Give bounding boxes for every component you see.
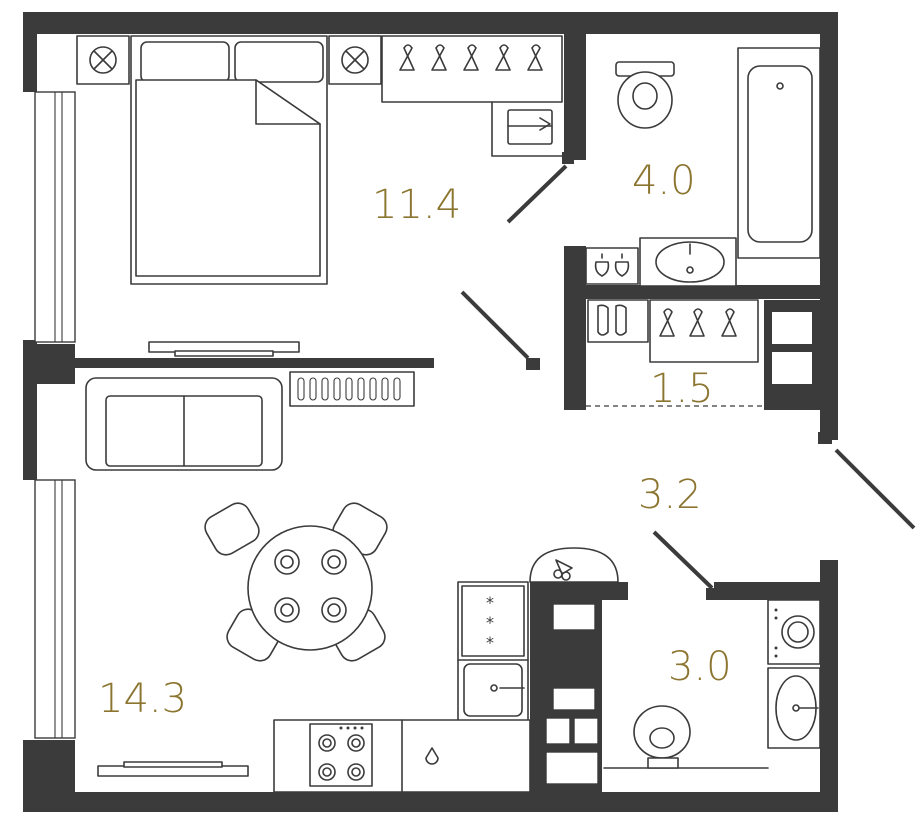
window-living <box>34 479 76 739</box>
washing-machine-icon <box>767 599 821 665</box>
area-label-kitchen-living: 14.3 <box>98 676 187 722</box>
tv-bedroom-icon <box>148 341 300 357</box>
kitchen-sink-icon <box>463 663 525 717</box>
area-label-bedroom: 11.4 <box>372 182 461 228</box>
toilet-icon <box>615 61 675 129</box>
svg-text:*: * <box>486 593 494 612</box>
area-label-hallway: 3.2 <box>638 472 702 518</box>
door-jambs <box>526 152 832 600</box>
toilet-shower-icon <box>603 705 769 769</box>
bedside-right-icon <box>328 35 382 85</box>
boiler-icon <box>425 747 439 765</box>
wardrobe-hangers-icon <box>381 35 563 157</box>
area-label-wardrobe: 1.5 <box>650 366 714 412</box>
walls <box>23 12 838 812</box>
dining-table-icon <box>204 502 388 662</box>
doors <box>460 164 916 590</box>
cooktop-icon: * * * <box>461 585 525 657</box>
toiletries-icon <box>585 247 639 285</box>
plant-icon <box>529 547 619 583</box>
radiator-icon <box>289 371 415 407</box>
area-label-bathroom: 4.0 <box>632 158 696 204</box>
window-bedroom <box>34 91 76 343</box>
shoes-icon <box>587 299 649 343</box>
sink-icon <box>639 237 737 287</box>
tv-living-icon <box>97 761 249 777</box>
sink-shower-icon <box>767 667 821 749</box>
sofa-icon <box>85 377 283 471</box>
bedside-left-icon <box>76 35 130 85</box>
svg-text:*: * <box>486 633 494 652</box>
bathtub-icon <box>737 47 821 259</box>
area-label-shower-room: 3.0 <box>668 644 732 690</box>
wardrobe-small-hangers-icon <box>649 299 759 363</box>
svg-text:*: * <box>486 613 494 632</box>
bed-icon <box>130 35 328 285</box>
stove-icon <box>309 723 373 787</box>
kitchen-column-cutouts <box>545 603 599 785</box>
shelf-unit-icon <box>764 300 820 410</box>
